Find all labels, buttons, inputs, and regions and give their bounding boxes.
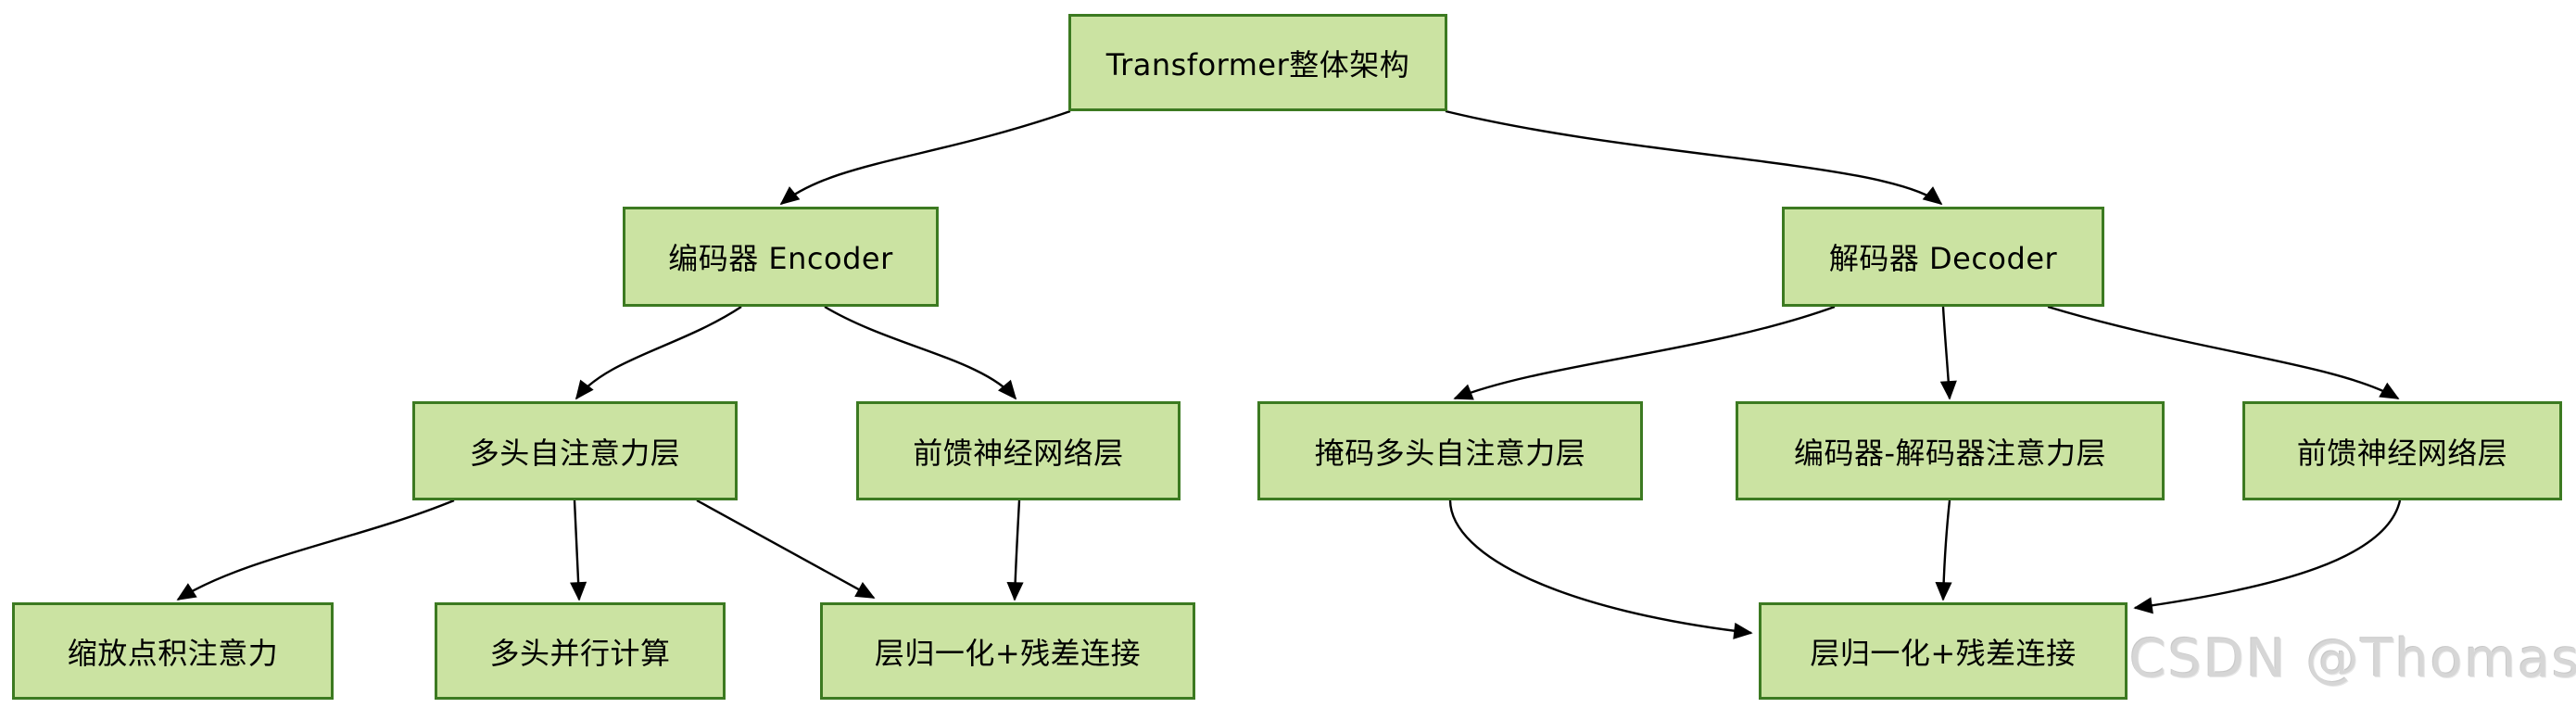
node-layer-norm-residual-decoder: 层归一化+残差连接: [1759, 602, 2128, 700]
node-encoder: 编码器 Encoder: [623, 207, 939, 307]
node-feed-forward-encoder: 前馈神经网络层: [856, 401, 1181, 500]
watermark: CSDN @Thomas.Sir: [2129, 628, 2576, 689]
node-decoder: 解码器 Decoder: [1782, 207, 2104, 307]
node-multi-head-parallel-compute: 多头并行计算: [435, 602, 726, 700]
node-feed-forward-decoder: 前馈神经网络层: [2242, 401, 2562, 500]
node-layer-norm-residual-encoder: 层归一化+残差连接: [820, 602, 1195, 700]
node-scaled-dot-product-attention: 缩放点积注意力: [12, 602, 334, 700]
node-transformer-root: Transformer整体架构: [1068, 14, 1447, 111]
node-multi-head-self-attention: 多头自注意力层: [412, 401, 738, 500]
node-encoder-decoder-attention: 编码器-解码器注意力层: [1736, 401, 2165, 500]
node-masked-multi-head-attention: 掩码多头自注意力层: [1257, 401, 1643, 500]
